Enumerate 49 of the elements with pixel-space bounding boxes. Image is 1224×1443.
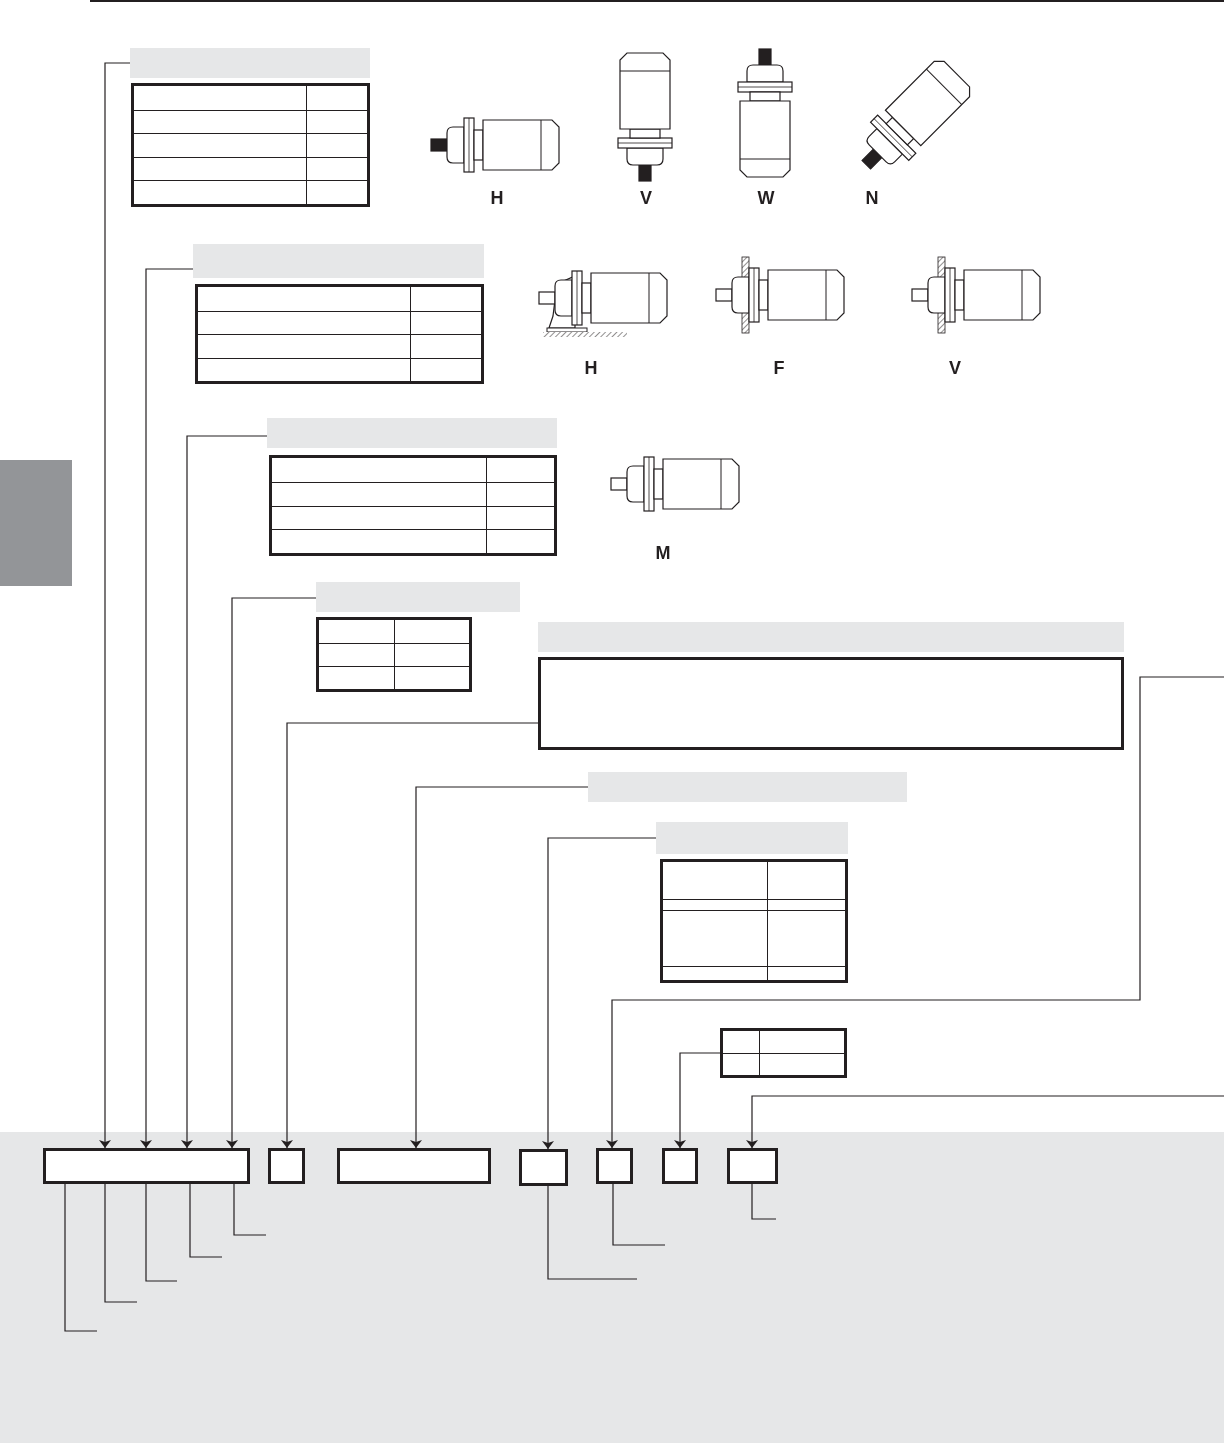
arrow [140, 268, 194, 1149]
code-box [519, 1149, 568, 1186]
arrow [542, 837, 657, 1150]
leader-line [547, 1185, 638, 1280]
heading-bar [130, 48, 370, 78]
arrow [226, 597, 317, 1149]
code-box [662, 1148, 698, 1184]
table-box [316, 617, 472, 692]
leader-line [189, 1183, 223, 1258]
arrow [281, 722, 539, 1149]
leader-line [612, 1183, 666, 1246]
mounting-code: V [640, 189, 652, 207]
arrow [410, 786, 589, 1149]
heading-bar [193, 244, 484, 278]
arrow [674, 1052, 721, 1149]
code-box [268, 1148, 305, 1184]
mounting-code: H [584, 359, 598, 377]
mounting-code: N [865, 189, 879, 207]
mounting-code: V [949, 359, 961, 377]
heading-bar [656, 822, 848, 854]
arrow [99, 62, 131, 1149]
mounting-code: H [490, 189, 504, 207]
leader-line [64, 1183, 98, 1332]
leader-line [233, 1183, 267, 1236]
leader-line [751, 1183, 777, 1220]
side-tab [0, 460, 72, 586]
mounting-code: W [757, 189, 775, 207]
table-box [195, 284, 484, 384]
leader-line [145, 1183, 178, 1282]
footer-panel [0, 1132, 1224, 1443]
leader-line [104, 1183, 138, 1303]
heading-bar [267, 418, 557, 448]
heading-bar [316, 582, 520, 612]
code-box [727, 1148, 778, 1184]
mounting-code: F [773, 359, 785, 377]
mounting-code: M [655, 544, 671, 562]
code-box [337, 1148, 491, 1184]
arrow [606, 676, 1224, 1149]
table-box [538, 657, 1124, 750]
heading-bar [538, 622, 1124, 652]
code-box [596, 1148, 633, 1184]
heading-bar [588, 772, 907, 802]
arrow [746, 1095, 1224, 1149]
arrow [181, 435, 268, 1149]
table-box [720, 1028, 847, 1078]
code-box [43, 1148, 250, 1184]
table-box [269, 455, 557, 556]
table-box [131, 83, 370, 207]
table-box [660, 859, 848, 983]
